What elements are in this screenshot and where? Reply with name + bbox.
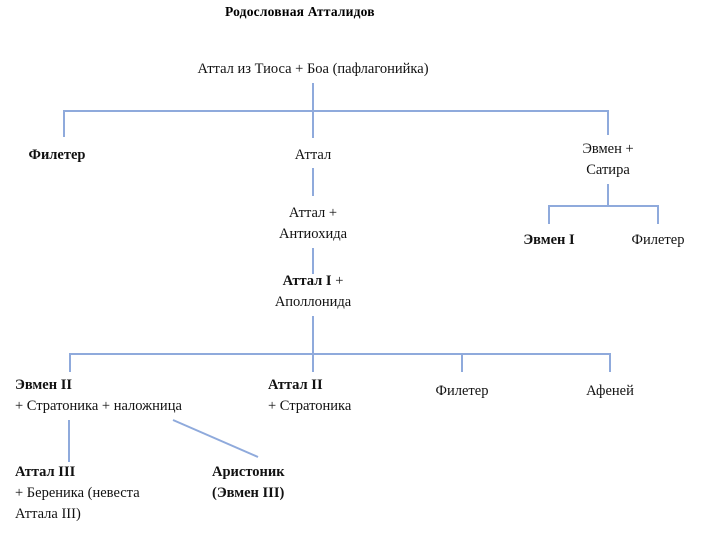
connector-gen4-drop-attalos-ii — [312, 353, 314, 372]
node-athenaios: Афеней — [586, 381, 634, 402]
connector-attalos-i-stem — [312, 316, 314, 354]
connector-gen4-drop-eumenes-ii — [69, 353, 71, 372]
node-eumenes-ii-line1: Эвмен II — [15, 377, 72, 393]
node-attalos-iii-line3: Аттала III) — [15, 506, 81, 522]
connector-gen4-drop-athenaios — [609, 353, 611, 372]
node-eumenes-i: Эвмен I — [523, 230, 574, 251]
page-title: Родословная Атталидов — [225, 4, 375, 19]
node-attalos-iii: Аттал III + Береника (невеста Аттала III… — [15, 462, 140, 525]
connector-eumenes-drop-philetairos — [657, 205, 659, 224]
node-eumenes-satyra: Эвмен + Сатира — [582, 139, 633, 181]
node-attalos-i-line2: Аполлонида — [274, 294, 352, 310]
connector-root-stem — [312, 83, 314, 111]
node-philetairos-3: Филетер — [436, 381, 489, 402]
node-attalos-ii: Аттал II + Стратоника — [268, 375, 351, 417]
node-attalos-label: Аттал — [294, 147, 332, 163]
node-attalos-ii-line1: Аттал II — [268, 377, 323, 393]
node-attalos-ii-line2: + Стратоника — [268, 398, 352, 414]
node-attalos-i-line1: Аттал I + — [275, 271, 351, 292]
node-attalos-iii-line2: + Береника (невеста — [15, 485, 140, 501]
node-eumenes-ii: Эвмен II + Стратоника + наложница — [15, 375, 182, 417]
node-philetairos-2: Филетер — [632, 230, 685, 251]
node-eumenes-ii-line2: + Стратоника + наложница — [15, 398, 182, 414]
connector-gen4-bar — [69, 353, 611, 355]
node-attalos-antiochis-line1: Аттал + — [288, 205, 338, 221]
connector-eumenes-stem — [607, 184, 609, 205]
node-philetairos-label: Филетер — [28, 147, 86, 163]
node-philetairos: Филетер — [28, 145, 85, 166]
connector-gen1-bar — [63, 110, 609, 112]
node-attalos: Аттал — [295, 145, 331, 166]
connector-gen1-drop-eumenes — [607, 110, 609, 135]
connector-gen1-drop-attalos — [312, 110, 314, 138]
node-attalos-of-tios-label: Аттал из Тиоса + Боа (пафлагонийка) — [197, 61, 429, 77]
connector-gen1-drop-philetairos — [63, 110, 65, 137]
node-attalos-i-bold: Аттал I — [282, 273, 332, 289]
node-aristonikos: Аристоник (Эвмен III) — [212, 462, 285, 504]
node-aristonikos-line1: Аристоник — [212, 464, 285, 480]
node-philetairos-3-label: Филетер — [435, 383, 489, 399]
node-attalos-antiochis: Аттал + Антиохида — [279, 203, 347, 245]
node-attalos-antiochis-line2: Антиохида — [278, 226, 348, 242]
connector-gen4-drop-philetairos-3 — [461, 353, 463, 372]
connector-attalos-to-antiochis — [312, 168, 314, 196]
connector-eumenes-bar — [548, 205, 659, 207]
node-attalos-i-plus: + — [331, 273, 344, 289]
connector-eumenes-drop-eumenes-i — [548, 205, 550, 224]
node-attalos-of-tios: Аттал из Тиоса + Боа (пафлагонийка) — [197, 59, 428, 80]
node-eumenes-i-label: Эвмен I — [523, 232, 575, 248]
node-attalos-iii-line1: Аттал III — [15, 464, 76, 480]
node-eumenes-satyra-line1: Эвмен + — [582, 141, 634, 157]
node-athenaios-label: Афеней — [586, 383, 634, 399]
node-aristonikos-line2: (Эвмен III) — [212, 485, 285, 501]
node-eumenes-satyra-line2: Сатира — [586, 162, 630, 178]
connector-eumenes-ii-to-attalos-iii — [68, 420, 70, 462]
connector-antiochis-to-attalos-i — [312, 248, 314, 274]
node-philetairos-2-label: Филетер — [631, 232, 685, 248]
node-attalos-i-apollonis: Аттал I + Аполлонида — [275, 271, 351, 313]
